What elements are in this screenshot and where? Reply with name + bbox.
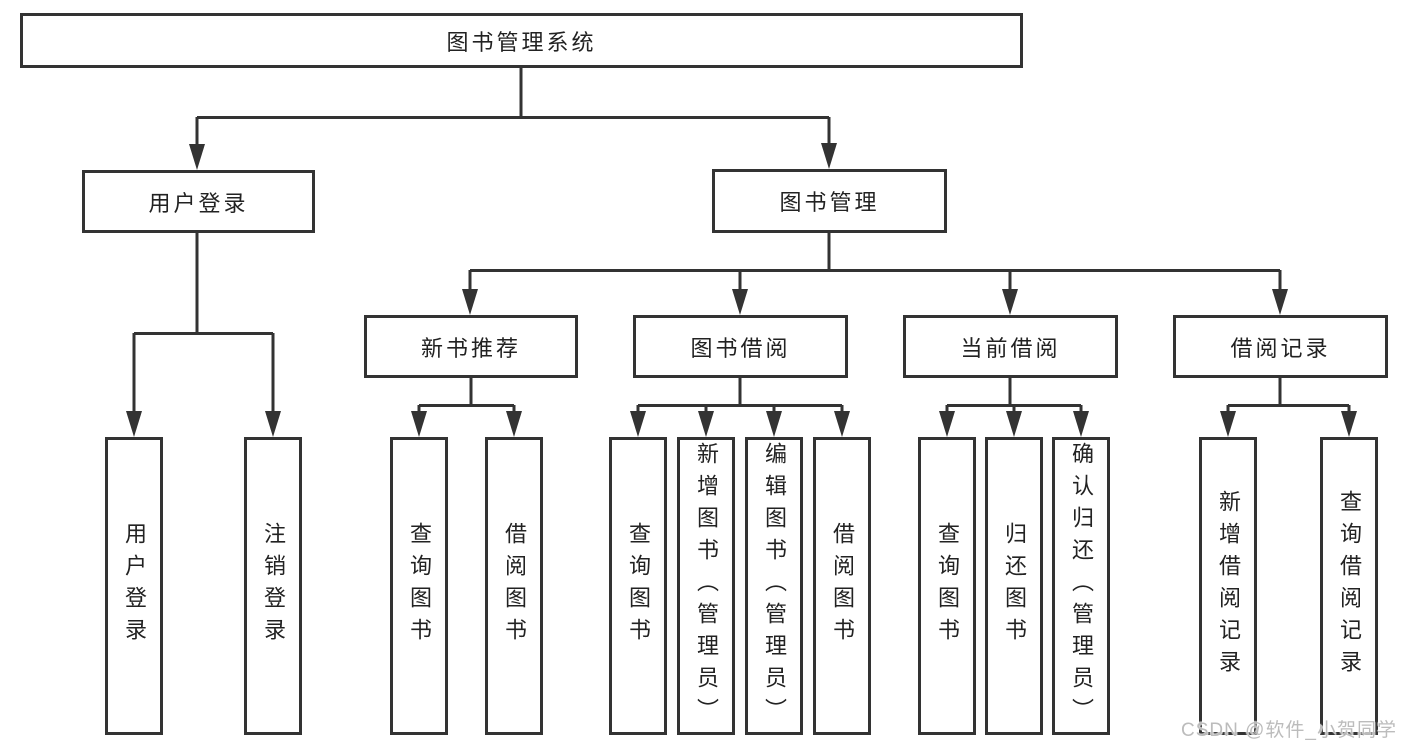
- node-label: 查询借阅记录: [1337, 490, 1362, 682]
- node-newbooks-borrow-books: 借阅图书: [485, 437, 543, 735]
- node-root: 图书管理系统: [20, 13, 1023, 68]
- connector-user-login-to-leaves: [126, 233, 281, 437]
- node-label: 查询图书: [407, 522, 432, 650]
- node-label: 查询图书: [626, 522, 651, 650]
- node-label: 查询图书: [935, 522, 960, 650]
- node-label: 注销登录: [261, 522, 286, 650]
- node-label: 归还图书: [1002, 522, 1027, 650]
- csdn-watermark: CSDN @软件_小贺同学: [1181, 720, 1397, 741]
- node-label: 当前借阅: [960, 335, 1061, 361]
- node-user-login-leaf: 用户登录: [105, 437, 163, 735]
- node-label: 用户登录: [122, 522, 147, 650]
- connector-borrowing-to-leaves: [630, 378, 850, 437]
- node-label: 编辑图书（管理员）: [762, 442, 787, 730]
- node-current-borrowing: 当前借阅: [903, 315, 1118, 378]
- connector-book-mgmt-to-level3: [462, 233, 1288, 315]
- node-label: 借阅图书: [502, 522, 527, 650]
- connector-root-to-level2: [189, 68, 837, 170]
- node-label: 图书管理: [779, 190, 880, 215]
- connector-new-books-to-leaves: [411, 378, 522, 437]
- node-user-login: 用户登录: [82, 170, 315, 233]
- node-borrowing-borrow-books: 借阅图书: [813, 437, 871, 735]
- node-label: 图书借阅: [690, 335, 791, 361]
- node-label: 确认归还（管理员）: [1069, 442, 1094, 730]
- node-book-borrowing: 图书借阅: [633, 315, 848, 378]
- node-borrowing-query-books: 查询图书: [609, 437, 667, 735]
- node-new-book-recommend: 新书推荐: [364, 315, 578, 378]
- node-current-confirm-return-admin: 确认归还（管理员）: [1052, 437, 1110, 735]
- node-current-query-books: 查询图书: [918, 437, 976, 735]
- node-book-management: 图书管理: [712, 169, 947, 233]
- node-label: 借阅图书: [830, 522, 855, 650]
- node-records-query-record: 查询借阅记录: [1320, 437, 1378, 735]
- node-borrowing-add-books-admin: 新增图书（管理员）: [677, 437, 735, 735]
- node-label: 新增图书（管理员）: [694, 442, 719, 730]
- node-label: 用户登录: [148, 190, 249, 216]
- node-records-add-record: 新增借阅记录: [1199, 437, 1257, 735]
- node-label: 图书管理系统: [446, 29, 597, 55]
- node-borrowing-records: 借阅记录: [1173, 315, 1388, 378]
- connector-records-to-leaves: [1220, 378, 1357, 437]
- node-newbooks-query-books: 查询图书: [390, 437, 448, 735]
- node-label: 借阅记录: [1230, 335, 1331, 361]
- node-label: 新增借阅记录: [1216, 490, 1241, 682]
- node-borrowing-edit-books-admin: 编辑图书（管理员）: [745, 437, 803, 735]
- node-label: 新书推荐: [420, 335, 521, 361]
- connector-current-to-leaves: [939, 378, 1089, 437]
- node-logout: 注销登录: [244, 437, 302, 735]
- node-current-return-books: 归还图书: [985, 437, 1043, 735]
